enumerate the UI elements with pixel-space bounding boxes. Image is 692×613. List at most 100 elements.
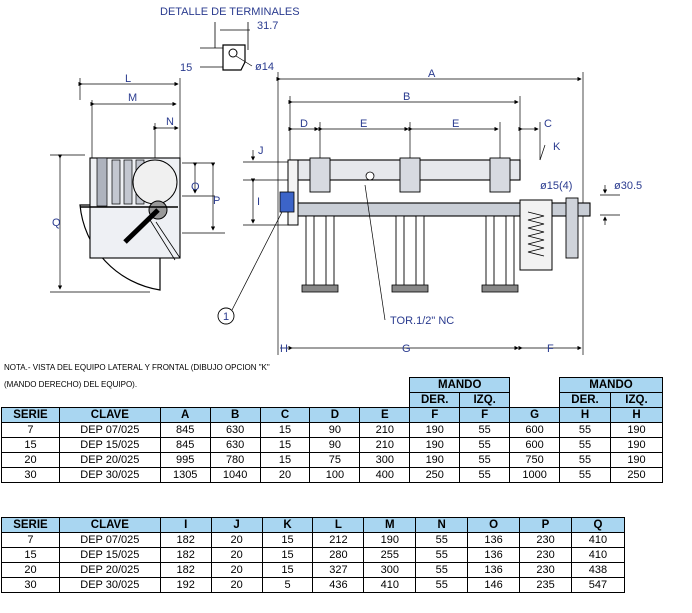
dim-label-Q: Q bbox=[52, 217, 61, 229]
table-cell: 327 bbox=[312, 562, 365, 578]
col-header: P bbox=[519, 517, 572, 533]
table-cell: 55 bbox=[459, 437, 511, 453]
table-cell: 230 bbox=[519, 562, 572, 578]
table-cell: 30 bbox=[1, 577, 60, 593]
table-cell: DEP 30/025 bbox=[58, 467, 161, 483]
note-line-2: (MANDO DERECHO) DEL EQUIPO). bbox=[4, 380, 138, 389]
dim-label-J: J bbox=[258, 145, 264, 157]
table-cell: 190 bbox=[609, 452, 664, 468]
detail-hole-label: ø14 bbox=[255, 61, 274, 73]
dim-label-A: A bbox=[428, 68, 436, 80]
terminal-detail: DETALLE DE TERMINALES 31.7 15 ø14 bbox=[160, 6, 300, 74]
sub-header-izq-2: IZQ. bbox=[609, 392, 664, 408]
technical-drawing: DETALLE DE TERMINALES 31.7 15 ø14 L M N … bbox=[50, 6, 642, 355]
dim-label-E2: E bbox=[452, 118, 459, 130]
col-header: H bbox=[609, 407, 664, 423]
table-cell: 20 bbox=[1, 452, 60, 468]
col-header: J bbox=[210, 517, 263, 533]
table-cell: 15 bbox=[259, 422, 311, 438]
dim-label-B: B bbox=[403, 91, 410, 103]
table-cell: 190 bbox=[409, 422, 461, 438]
table-cell: 15 bbox=[259, 437, 311, 453]
table-cell: 55 bbox=[415, 547, 469, 563]
table-cell: 55 bbox=[459, 452, 511, 468]
table-cell: 400 bbox=[359, 467, 411, 483]
col-header: I bbox=[159, 517, 212, 533]
table-cell: 55 bbox=[559, 437, 611, 453]
table-cell: 55 bbox=[559, 452, 611, 468]
col-header: E bbox=[359, 407, 411, 423]
table-cell: 15 bbox=[261, 547, 314, 563]
dim-label-N: N bbox=[166, 116, 174, 128]
side-view-dimensions bbox=[50, 78, 225, 293]
table-cell: 182 bbox=[159, 532, 212, 548]
table-cell: 600 bbox=[509, 437, 561, 453]
note-line-1: NOTA.- VISTA DEL EQUIPO LATERAL Y FRONTA… bbox=[4, 363, 270, 372]
col-header: M bbox=[363, 517, 417, 533]
dimensions-table-1: MANDO MANDO DER. IZQ. DER. IZQ. SERIE CL… bbox=[1, 377, 664, 483]
col-header: F bbox=[409, 407, 461, 423]
col-header: G bbox=[509, 407, 561, 423]
table-cell: 75 bbox=[309, 452, 361, 468]
table-cell: 845 bbox=[159, 437, 211, 453]
dim-label-K: K bbox=[553, 141, 561, 153]
table-cell: DEP 20/025 bbox=[58, 562, 161, 578]
table-cell: 1040 bbox=[209, 467, 261, 483]
table-header-row: SERIE CLAVE I J K L M N O P Q bbox=[1, 517, 626, 533]
table-cell: 182 bbox=[159, 547, 212, 563]
col-header: O bbox=[467, 517, 521, 533]
table-cell: 55 bbox=[415, 577, 469, 593]
table-cell: 90 bbox=[309, 422, 361, 438]
col-header: SERIE bbox=[1, 517, 60, 533]
pole-2 bbox=[391, 157, 429, 293]
table-cell: 15 bbox=[261, 562, 314, 578]
table-cell: 300 bbox=[359, 452, 411, 468]
table-cell: 55 bbox=[415, 532, 469, 548]
table-cell: 410 bbox=[570, 532, 626, 548]
table-cell: 7 bbox=[1, 422, 60, 438]
dim-label-L: L bbox=[125, 73, 131, 85]
table-cell: DEP 07/025 bbox=[58, 532, 161, 548]
table-cell: 1305 bbox=[159, 467, 211, 483]
table-cell: 136 bbox=[467, 532, 521, 548]
col-header: CLAVE bbox=[58, 517, 161, 533]
table-cell: 100 bbox=[309, 467, 361, 483]
col-header: H bbox=[559, 407, 611, 423]
ground-terminal bbox=[365, 171, 375, 181]
table-cell: 146 bbox=[467, 577, 521, 593]
table-cell: DEP 07/025 bbox=[58, 422, 161, 438]
table-cell: 55 bbox=[415, 562, 469, 578]
table-cell: 410 bbox=[363, 577, 417, 593]
table-cell: 255 bbox=[363, 547, 417, 563]
table-cell: 192 bbox=[159, 577, 212, 593]
detail-height-label: 15 bbox=[180, 62, 192, 74]
side-view bbox=[79, 157, 181, 291]
table-cell: 7 bbox=[1, 532, 60, 548]
table-cell: 190 bbox=[409, 452, 461, 468]
table-cell: DEP 15/025 bbox=[58, 437, 161, 453]
table-cell: 15 bbox=[1, 547, 60, 563]
dim-label-F: F bbox=[547, 343, 554, 355]
dim-label-H: H bbox=[280, 343, 288, 355]
dim-label-E1: E bbox=[360, 118, 367, 130]
table-cell: 210 bbox=[359, 437, 411, 453]
table-cell: 182 bbox=[159, 562, 212, 578]
table-cell: 55 bbox=[559, 422, 611, 438]
table-cell: 1000 bbox=[509, 467, 561, 483]
col-header: CLAVE bbox=[58, 407, 161, 423]
operating-lever bbox=[123, 208, 160, 244]
table-cell: 190 bbox=[363, 532, 417, 548]
table-cell: 230 bbox=[519, 547, 572, 563]
table-cell: 845 bbox=[159, 422, 211, 438]
mando-group-header-2: MANDO bbox=[559, 377, 663, 393]
col-header: F bbox=[459, 407, 511, 423]
dim-label-P: P bbox=[213, 195, 220, 207]
col-header: N bbox=[415, 517, 469, 533]
